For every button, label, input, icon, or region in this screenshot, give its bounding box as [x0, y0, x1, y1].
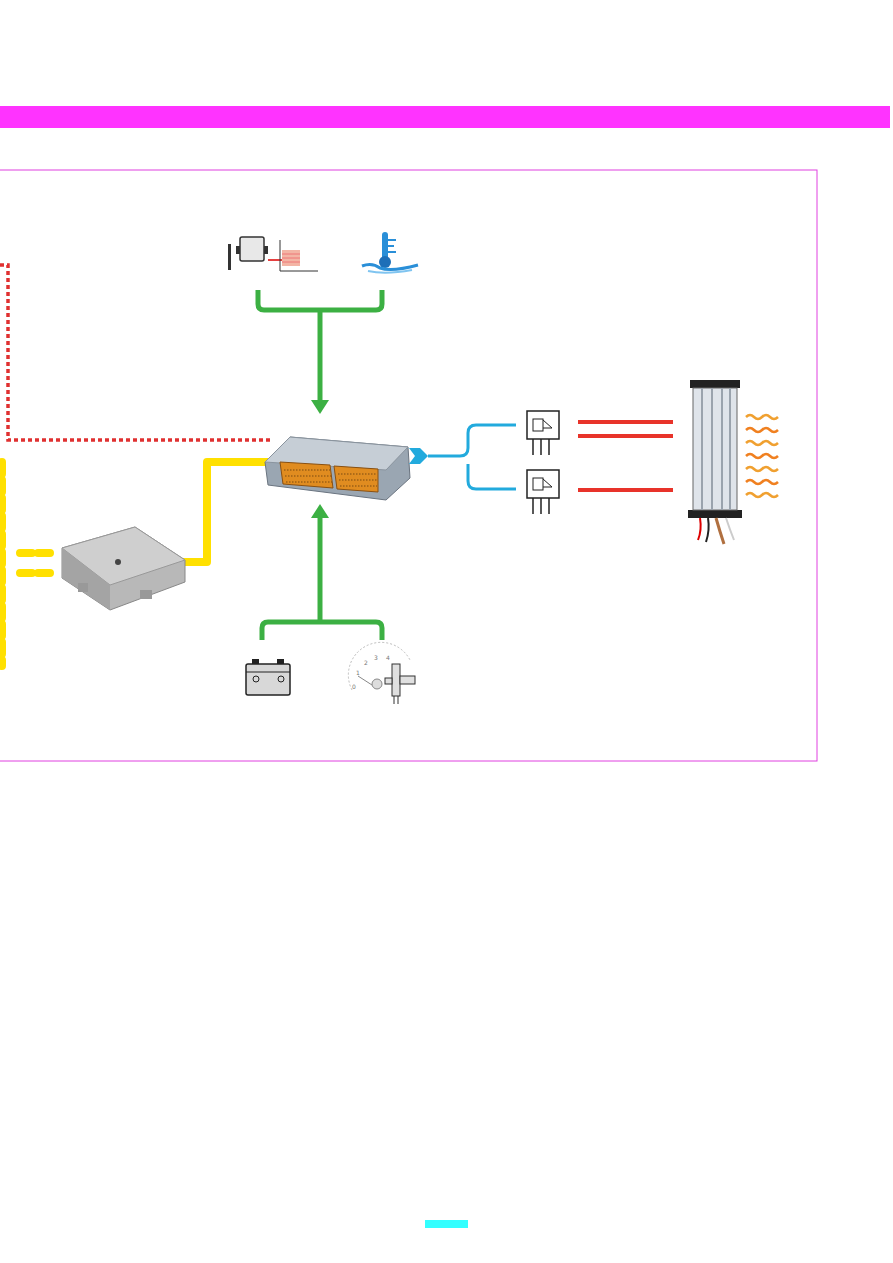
scale-number: 2 — [364, 660, 368, 666]
heat-wave — [746, 415, 778, 419]
relay — [527, 470, 559, 514]
scale-number: 1 — [356, 670, 360, 676]
can-bus-dashed — [20, 553, 52, 573]
heat-wave — [746, 428, 778, 432]
heat-wave — [746, 454, 778, 458]
heat-wave — [746, 441, 778, 445]
engine-ecu — [62, 527, 185, 610]
ptc-heater — [688, 380, 778, 544]
frame — [0, 170, 817, 761]
can-bus-dashed — [0, 462, 6, 666]
heater-control-unit — [265, 437, 410, 500]
scale-number: 4 — [386, 655, 390, 661]
battery-icon — [246, 659, 290, 695]
data-link — [0, 265, 270, 440]
output-arrow — [409, 448, 428, 464]
arrow-head — [311, 400, 329, 414]
heat-wave — [746, 493, 778, 497]
can-bus — [170, 462, 270, 562]
scale-number: 3 — [374, 655, 378, 661]
output-brace — [428, 425, 516, 489]
header-bar — [0, 106, 890, 128]
relay — [527, 411, 559, 455]
sensor-icon — [228, 237, 318, 271]
scale-number: 0 — [352, 684, 356, 690]
heat-wave — [746, 467, 778, 471]
input-bracket — [258, 290, 382, 640]
page-marker — [425, 1220, 468, 1228]
heat-wave — [746, 480, 778, 484]
power-line — [578, 422, 673, 490]
coolant-temp-icon — [362, 232, 418, 273]
engine-speed-icon — [348, 642, 415, 704]
arrow-head — [311, 504, 329, 518]
